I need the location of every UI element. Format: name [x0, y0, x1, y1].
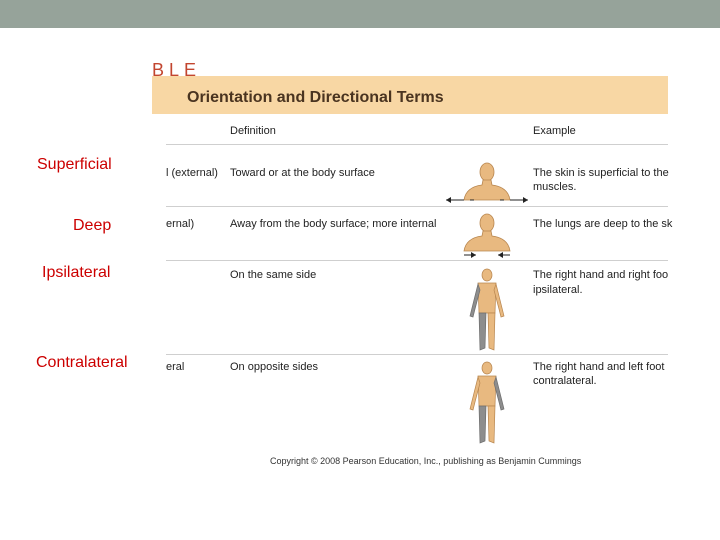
row-superficial-definition: Toward or at the body surface — [230, 167, 375, 179]
row-deep-definition: Away from the body surface; more interna… — [230, 218, 437, 230]
row-contralateral-definition: On opposite sides — [230, 361, 319, 373]
superficial-bust-illustration — [446, 162, 528, 203]
orientation-table-figure: BLE Orientation and Directional Terms De… — [152, 56, 672, 476]
label-deep: Deep — [73, 217, 112, 234]
row-rule — [166, 206, 668, 207]
table-tag: BLE — [152, 60, 202, 80]
row-superficial-example-1: The skin is superficial to the — [533, 167, 669, 179]
row-deep-term: ernal) — [166, 218, 195, 230]
header-definition: Definition — [230, 125, 276, 137]
row-ipsilateral-example-2: ipsilateral. — [533, 284, 583, 296]
header-rule — [166, 144, 668, 145]
row-rule — [166, 260, 668, 261]
row-contralateral-example-2: contralateral. — [533, 375, 597, 387]
row-contralateral-example-1: The right hand and left foot — [533, 361, 665, 373]
row-rule — [166, 354, 668, 355]
copyright-notice: Copyright © 2008 Pearson Education, Inc.… — [270, 456, 582, 466]
row-deep-example-1: The lungs are deep to the sk — [533, 218, 673, 230]
deep-bust-illustration — [463, 213, 511, 258]
table-title: Orientation and Directional Terms — [187, 89, 444, 106]
contralateral-body-illustration — [469, 361, 505, 444]
row-superficial-term: l (external) — [166, 167, 218, 179]
label-contralateral: Contralateral — [36, 354, 128, 371]
label-superficial: Superficial — [37, 156, 112, 173]
row-superficial-example-2: muscles. — [533, 181, 577, 193]
header-example: Example — [533, 125, 576, 137]
row-ipsilateral-example-1: The right hand and right foo — [533, 269, 669, 281]
table-title-band — [152, 76, 668, 114]
ipsilateral-body-illustration — [469, 268, 505, 351]
top-bar — [0, 0, 720, 28]
row-ipsilateral-definition: On the same side — [230, 269, 317, 281]
row-contralateral-term: eral — [166, 361, 185, 373]
label-ipsilateral: Ipsilateral — [42, 264, 111, 281]
